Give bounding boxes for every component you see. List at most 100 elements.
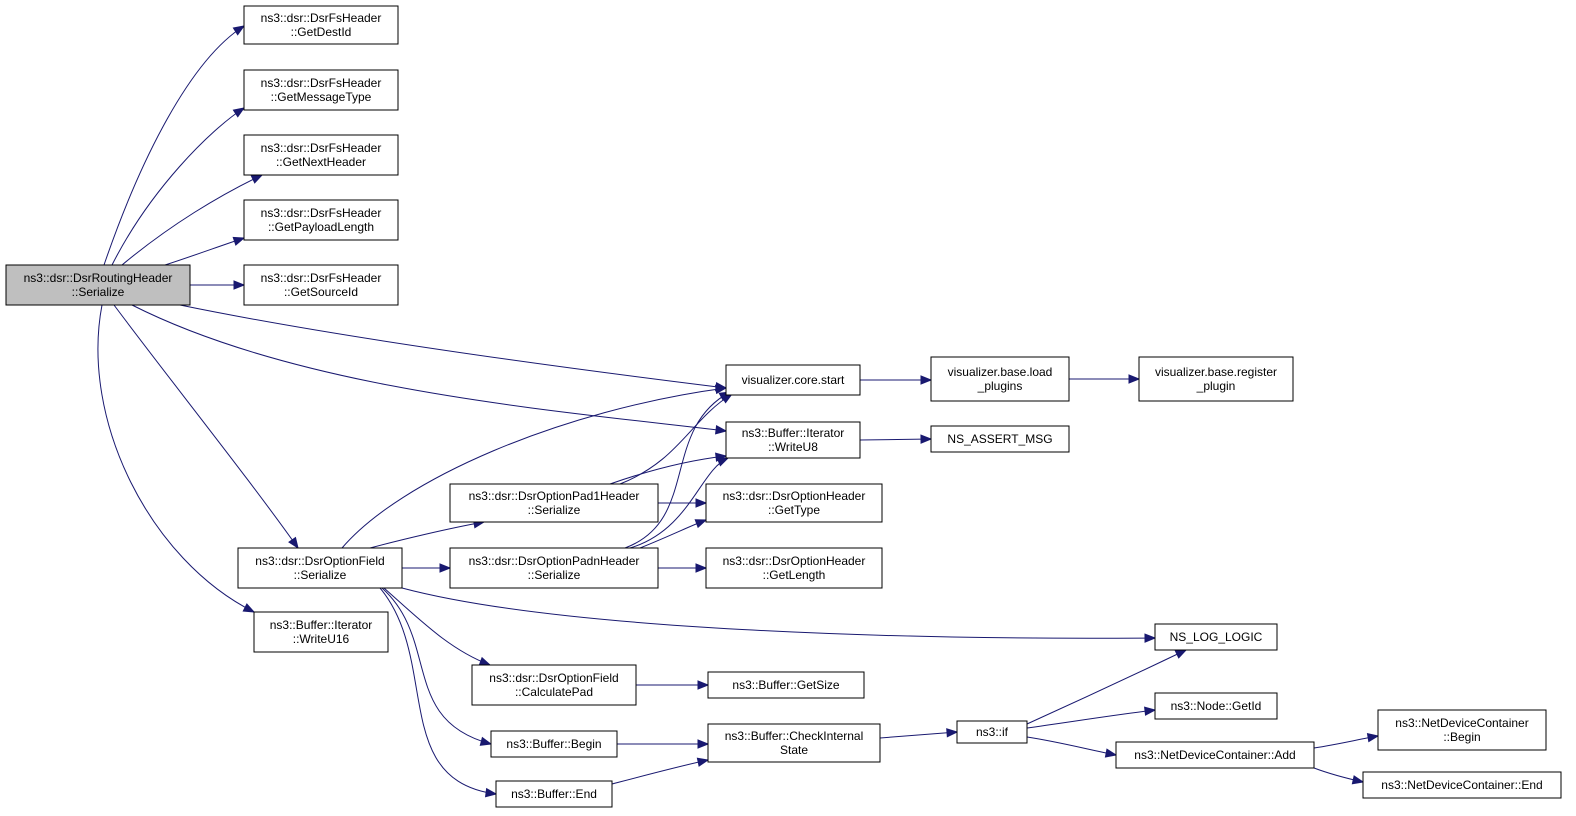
- node-box: [956, 720, 1028, 744]
- edge-optionfield-to-pad1: [369, 519, 486, 549]
- node-getlength[interactable]: ns3::dsr::DsrOptionHeader::GetLength: [705, 547, 883, 589]
- edge-root-to-getmessagetype-line: [111, 107, 245, 266]
- edge-nsif-to-loglogic-arrowhead: [1174, 649, 1188, 659]
- node-box: [243, 199, 399, 241]
- edge-pad1-to-writeu8: [609, 452, 728, 485]
- node-registerplugin[interactable]: visualizer.base.register_plugin: [1138, 356, 1294, 402]
- edge-corestart-to-loadplugins: [860, 375, 933, 385]
- edge-optionfield-to-calcpad-arrowhead: [478, 656, 492, 666]
- edge-checkinternal-to-nsif: [879, 728, 959, 739]
- node-box: [243, 264, 399, 306]
- node-root[interactable]: ns3::dsr::DsrRoutingHeader::Serialize: [5, 264, 191, 306]
- node-box: [1154, 692, 1278, 720]
- edge-root-to-getdestid-arrowhead: [232, 25, 246, 36]
- node-getdestid[interactable]: ns3::dsr::DsrFsHeader::GetDestId: [243, 5, 399, 45]
- node-label-line: State: [780, 743, 808, 757]
- node-label-line: ns3::NetDeviceContainer::End: [1381, 778, 1542, 792]
- node-label-line: ns3::dsr::DsrFsHeader: [261, 206, 382, 220]
- edge-begin-to-checkinternal: [617, 739, 710, 749]
- node-begin[interactable]: ns3::Buffer::Begin: [490, 730, 618, 758]
- node-box: [1138, 356, 1294, 402]
- edge-pad1-to-corestart: [619, 393, 734, 485]
- edge-root-to-optionfield: [113, 304, 299, 550]
- node-ndcend[interactable]: ns3::NetDeviceContainer::End: [1362, 771, 1562, 799]
- edge-optionfield-to-calcpad-line: [383, 587, 491, 666]
- edge-root-to-writeu16-arrowhead: [242, 603, 256, 613]
- node-box: [1362, 771, 1562, 799]
- node-label-line: ::CalculatePad: [515, 685, 593, 699]
- node-padn[interactable]: ns3::dsr::DsrOptionPadnHeader::Serialize: [449, 547, 659, 589]
- node-box: [725, 364, 861, 396]
- node-box: [707, 671, 865, 699]
- edge-nsif-to-nodegetid-arrowhead: [1144, 706, 1157, 716]
- node-loadplugins[interactable]: visualizer.base.load_plugins: [930, 356, 1070, 402]
- node-box: [471, 664, 637, 706]
- edge-root-to-getsourceid-arrowhead: [233, 280, 246, 290]
- edge-optionfield-to-begin-line: [381, 587, 492, 745]
- node-getsize[interactable]: ns3::Buffer::GetSize: [707, 671, 865, 699]
- node-end[interactable]: ns3::Buffer::End: [495, 780, 613, 808]
- edge-pad1-to-gettype-arrowhead: [695, 498, 708, 508]
- node-gettype[interactable]: ns3::dsr::DsrOptionHeader::GetType: [705, 483, 883, 523]
- edge-optionfield-to-end-line: [379, 587, 497, 795]
- node-optionfield[interactable]: ns3::dsr::DsrOptionField::Serialize: [237, 547, 403, 589]
- edge-root-to-optionfield-line: [113, 304, 299, 549]
- edge-optionfield-to-padn: [402, 563, 452, 573]
- edge-root-to-writeu8-line: [131, 304, 727, 432]
- node-label-line: ns3::Buffer::Iterator: [742, 426, 845, 440]
- edge-root-to-getpayloadlength-line: [164, 237, 245, 266]
- node-writeu16[interactable]: ns3::Buffer::Iterator::WriteU16: [253, 611, 389, 653]
- node-label-line: ::GetType: [768, 503, 820, 517]
- node-label-line: ns3::dsr::DsrFsHeader: [261, 141, 382, 155]
- node-assertmsg[interactable]: NS_ASSERT_MSG: [930, 425, 1070, 453]
- edge-pad1-to-corestart-line: [619, 393, 733, 485]
- node-box: [705, 547, 883, 589]
- node-corestart[interactable]: visualizer.core.start: [725, 364, 861, 396]
- node-label-line: _plugin: [1196, 379, 1236, 393]
- node-calcpad[interactable]: ns3::dsr::DsrOptionField::CalculatePad: [471, 664, 637, 706]
- edge-root-to-corestart-line: [179, 304, 727, 389]
- edge-root-to-writeu8-arrowhead: [715, 425, 728, 435]
- node-label-line: visualizer.base.load: [948, 365, 1053, 379]
- edge-optionfield-to-loglogic-arrowhead: [1144, 633, 1157, 643]
- edge-optionfield-to-corestart: [341, 384, 728, 549]
- node-label-line: ns3::dsr::DsrFsHeader: [261, 76, 382, 90]
- node-pad1[interactable]: ns3::dsr::DsrOptionPad1Header::Serialize: [449, 483, 659, 523]
- node-label-line: ns3::dsr::DsrOptionField: [255, 554, 384, 568]
- edge-checkinternal-to-nsif-line: [879, 731, 958, 739]
- node-label-line: ::GetMessageType: [271, 90, 372, 104]
- node-box: [707, 723, 881, 763]
- node-nsif[interactable]: ns3::if: [956, 720, 1028, 744]
- edge-checkinternal-to-nsif-arrowhead: [946, 728, 959, 738]
- edge-root-to-getpayloadlength: [164, 236, 246, 266]
- edge-root-to-getmessagetype-arrowhead: [232, 107, 246, 118]
- node-box: [490, 730, 618, 758]
- node-box: [705, 483, 883, 523]
- node-getpayloadlength[interactable]: ns3::dsr::DsrFsHeader::GetPayloadLength: [243, 199, 399, 241]
- node-label-line: ns3::NetDeviceContainer: [1395, 716, 1528, 730]
- node-ndcbegin[interactable]: ns3::NetDeviceContainer::Begin: [1377, 709, 1547, 751]
- edge-nsif-to-nodegetid: [1026, 706, 1157, 729]
- node-writeu8[interactable]: ns3::Buffer::Iterator::WriteU8: [725, 421, 861, 459]
- edge-optionfield-to-pad1-line: [369, 521, 485, 549]
- node-box: [243, 69, 399, 111]
- node-getsourceid[interactable]: ns3::dsr::DsrFsHeader::GetSourceId: [243, 264, 399, 306]
- node-box: [930, 425, 1070, 453]
- node-label-line: ns3::dsr::DsrOptionPad1Header: [469, 489, 640, 503]
- node-label-line: ns3::dsr::DsrOptionHeader: [723, 489, 866, 503]
- edge-pad1-to-gettype: [658, 498, 708, 508]
- node-getmessagetype[interactable]: ns3::dsr::DsrFsHeader::GetMessageType: [243, 69, 399, 111]
- edge-optionfield-to-corestart-arrowhead: [714, 384, 728, 395]
- edge-root-to-writeu16: [97, 304, 256, 613]
- node-ndcadd[interactable]: ns3::NetDeviceContainer::Add: [1115, 741, 1315, 769]
- edge-ndcadd-to-ndcbegin: [1313, 733, 1380, 749]
- node-label-line: ns3::Node::GetId: [1171, 699, 1262, 713]
- edge-padn-to-gettype-line: [639, 519, 707, 549]
- node-loglogic[interactable]: NS_LOG_LOGIC: [1154, 623, 1278, 651]
- node-getnextheader[interactable]: ns3::dsr::DsrFsHeader::GetNextHeader: [243, 134, 399, 176]
- node-nodegetid[interactable]: ns3::Node::GetId: [1154, 692, 1278, 720]
- edge-ndcadd-to-ndcbegin-arrowhead: [1366, 733, 1380, 743]
- node-label-line: ::Serialize: [528, 503, 581, 517]
